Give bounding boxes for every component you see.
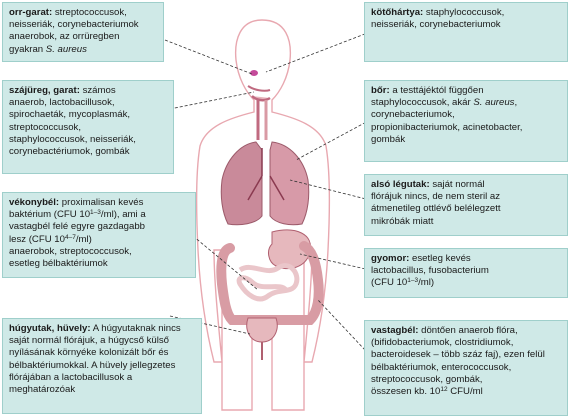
box-title: alsó légutak: xyxy=(371,179,430,190)
box-title: húgyutak, hüvely: xyxy=(9,323,91,334)
box-title: gyomor: xyxy=(371,253,410,264)
box-title: kötőhártya: xyxy=(371,7,424,18)
box-bor: bőr: a testtájéktól függően staphylococc… xyxy=(364,80,568,162)
box-also-legutak: alsó légutak: saját normál flórájuk ninc… xyxy=(364,174,568,236)
box-vekonybel: vékonybél: proximalisan kevés baktérium … xyxy=(2,192,196,278)
box-orr-garat: orr-garat: streptococcusok, neisseriák, … xyxy=(2,2,164,62)
connector-lines xyxy=(164,31,371,351)
box-szajureg-garat: szájüreg, garat: számos anaerob, lactoba… xyxy=(2,80,174,174)
box-title: szájüreg, garat: xyxy=(9,85,80,96)
lungs xyxy=(220,141,310,226)
box-kotohartya: kötőhártya: staphylococcusok, neisseriák… xyxy=(364,2,568,62)
head-structures xyxy=(247,70,271,140)
box-title: bőr: xyxy=(371,85,390,96)
small-intestine xyxy=(236,263,300,302)
bladder xyxy=(246,317,278,360)
box-hugyutak-huvely: húgyutak, hüvely: A húgyutaknak nincs sa… xyxy=(2,318,202,414)
box-title: vastagbél: xyxy=(371,325,419,336)
box-title: orr-garat: xyxy=(9,7,53,18)
box-title: vékonybél: xyxy=(9,197,60,208)
box-vastagbel: vastagbél: döntően anaerob flóra, (bifid… xyxy=(364,320,568,416)
box-gyomor: gyomor: esetleg kevés lactobacillus, fus… xyxy=(364,248,568,298)
